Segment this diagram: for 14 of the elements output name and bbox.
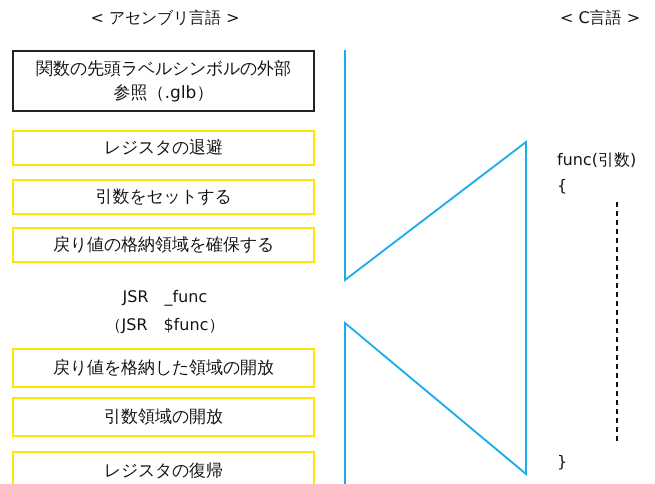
code-line: func(引数) — [557, 150, 636, 170]
heading: < アセンブリ言語 > — [90, 8, 240, 28]
code-line: { — [557, 176, 568, 196]
process-box: レジスタの退避 — [12, 130, 315, 166]
heading: < C言語 > — [560, 8, 640, 28]
process-box: 戻り値の格納領域を確保する — [12, 227, 315, 263]
process-box: 戻り値を格納した領域の開放 — [12, 348, 315, 388]
process-box: 引数領域の開放 — [12, 397, 315, 437]
code-line: JSR _func — [122, 287, 208, 307]
process-box: 引数をセットする — [12, 179, 315, 215]
process-box: 関数の先頭ラベルシンボルの外部参照（.glb） — [12, 50, 315, 112]
process-box: レジスタの復帰 — [12, 451, 315, 484]
code-line: （JSR $func） — [106, 315, 224, 335]
code-line: } — [557, 452, 568, 472]
